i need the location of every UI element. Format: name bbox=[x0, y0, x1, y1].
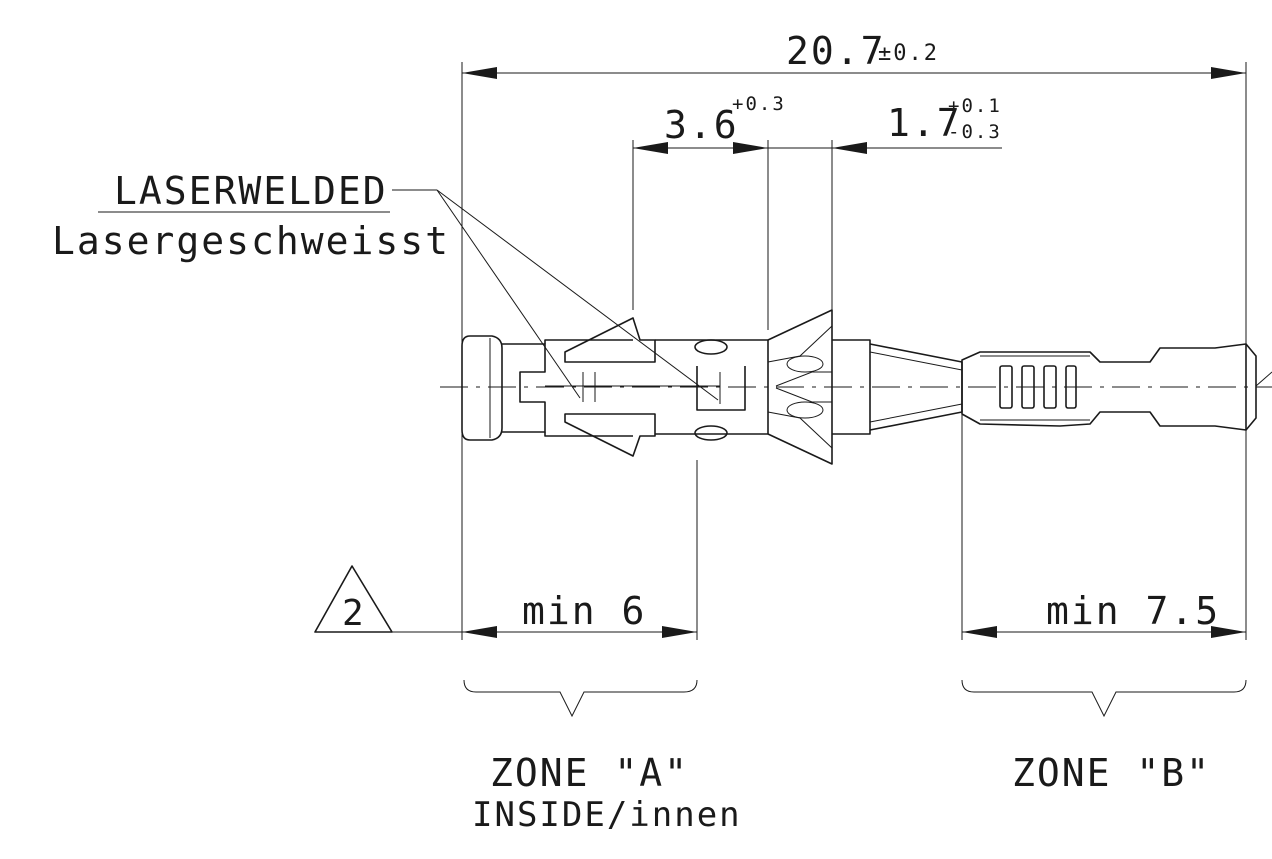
dimension-zone-b: min 7.5 bbox=[962, 589, 1246, 638]
dim-collar-tol-lower: -0.3 bbox=[948, 121, 1002, 143]
callout-label-de: Lasergeschweisst bbox=[52, 219, 450, 263]
note-marker: 2 bbox=[314, 565, 462, 634]
zone-a-subtitle: INSIDE/innen bbox=[472, 795, 742, 835]
dimension-zone-a: min 6 bbox=[462, 589, 697, 638]
dimension-collar: 1.7 +0.1 -0.3 bbox=[768, 95, 1002, 154]
dim-overall-value: 20.7 bbox=[786, 29, 886, 73]
note-marker-number: 2 bbox=[342, 593, 366, 634]
dim-collar-value: 1.7 bbox=[887, 101, 962, 145]
callout-label-en: LASERWELDED bbox=[114, 169, 388, 213]
dim-zone-a-value: min 6 bbox=[522, 589, 646, 633]
laserwelded-callout: LASERWELDED Lasergeschweisst bbox=[52, 169, 719, 401]
contact-part bbox=[461, 309, 1272, 465]
dim-pin-offset-tolerance: +0.3 bbox=[732, 93, 786, 115]
zone-a-brace bbox=[463, 679, 698, 718]
dim-collar-tol-upper: +0.1 bbox=[948, 95, 1002, 117]
zone-b-brace bbox=[961, 679, 1247, 718]
dimension-pin-offset: 3.6 +0.3 bbox=[633, 93, 786, 154]
dim-zone-b-value: min 7.5 bbox=[1046, 589, 1220, 633]
dimension-overall: 20.7 ±0.2 bbox=[462, 29, 1246, 79]
zone-a-title: ZONE "A" bbox=[490, 751, 689, 795]
zone-b-title: ZONE "B" bbox=[1012, 751, 1211, 795]
dim-pin-offset-value: 3.6 bbox=[664, 103, 739, 147]
dim-overall-tolerance: ±0.2 bbox=[878, 41, 939, 66]
